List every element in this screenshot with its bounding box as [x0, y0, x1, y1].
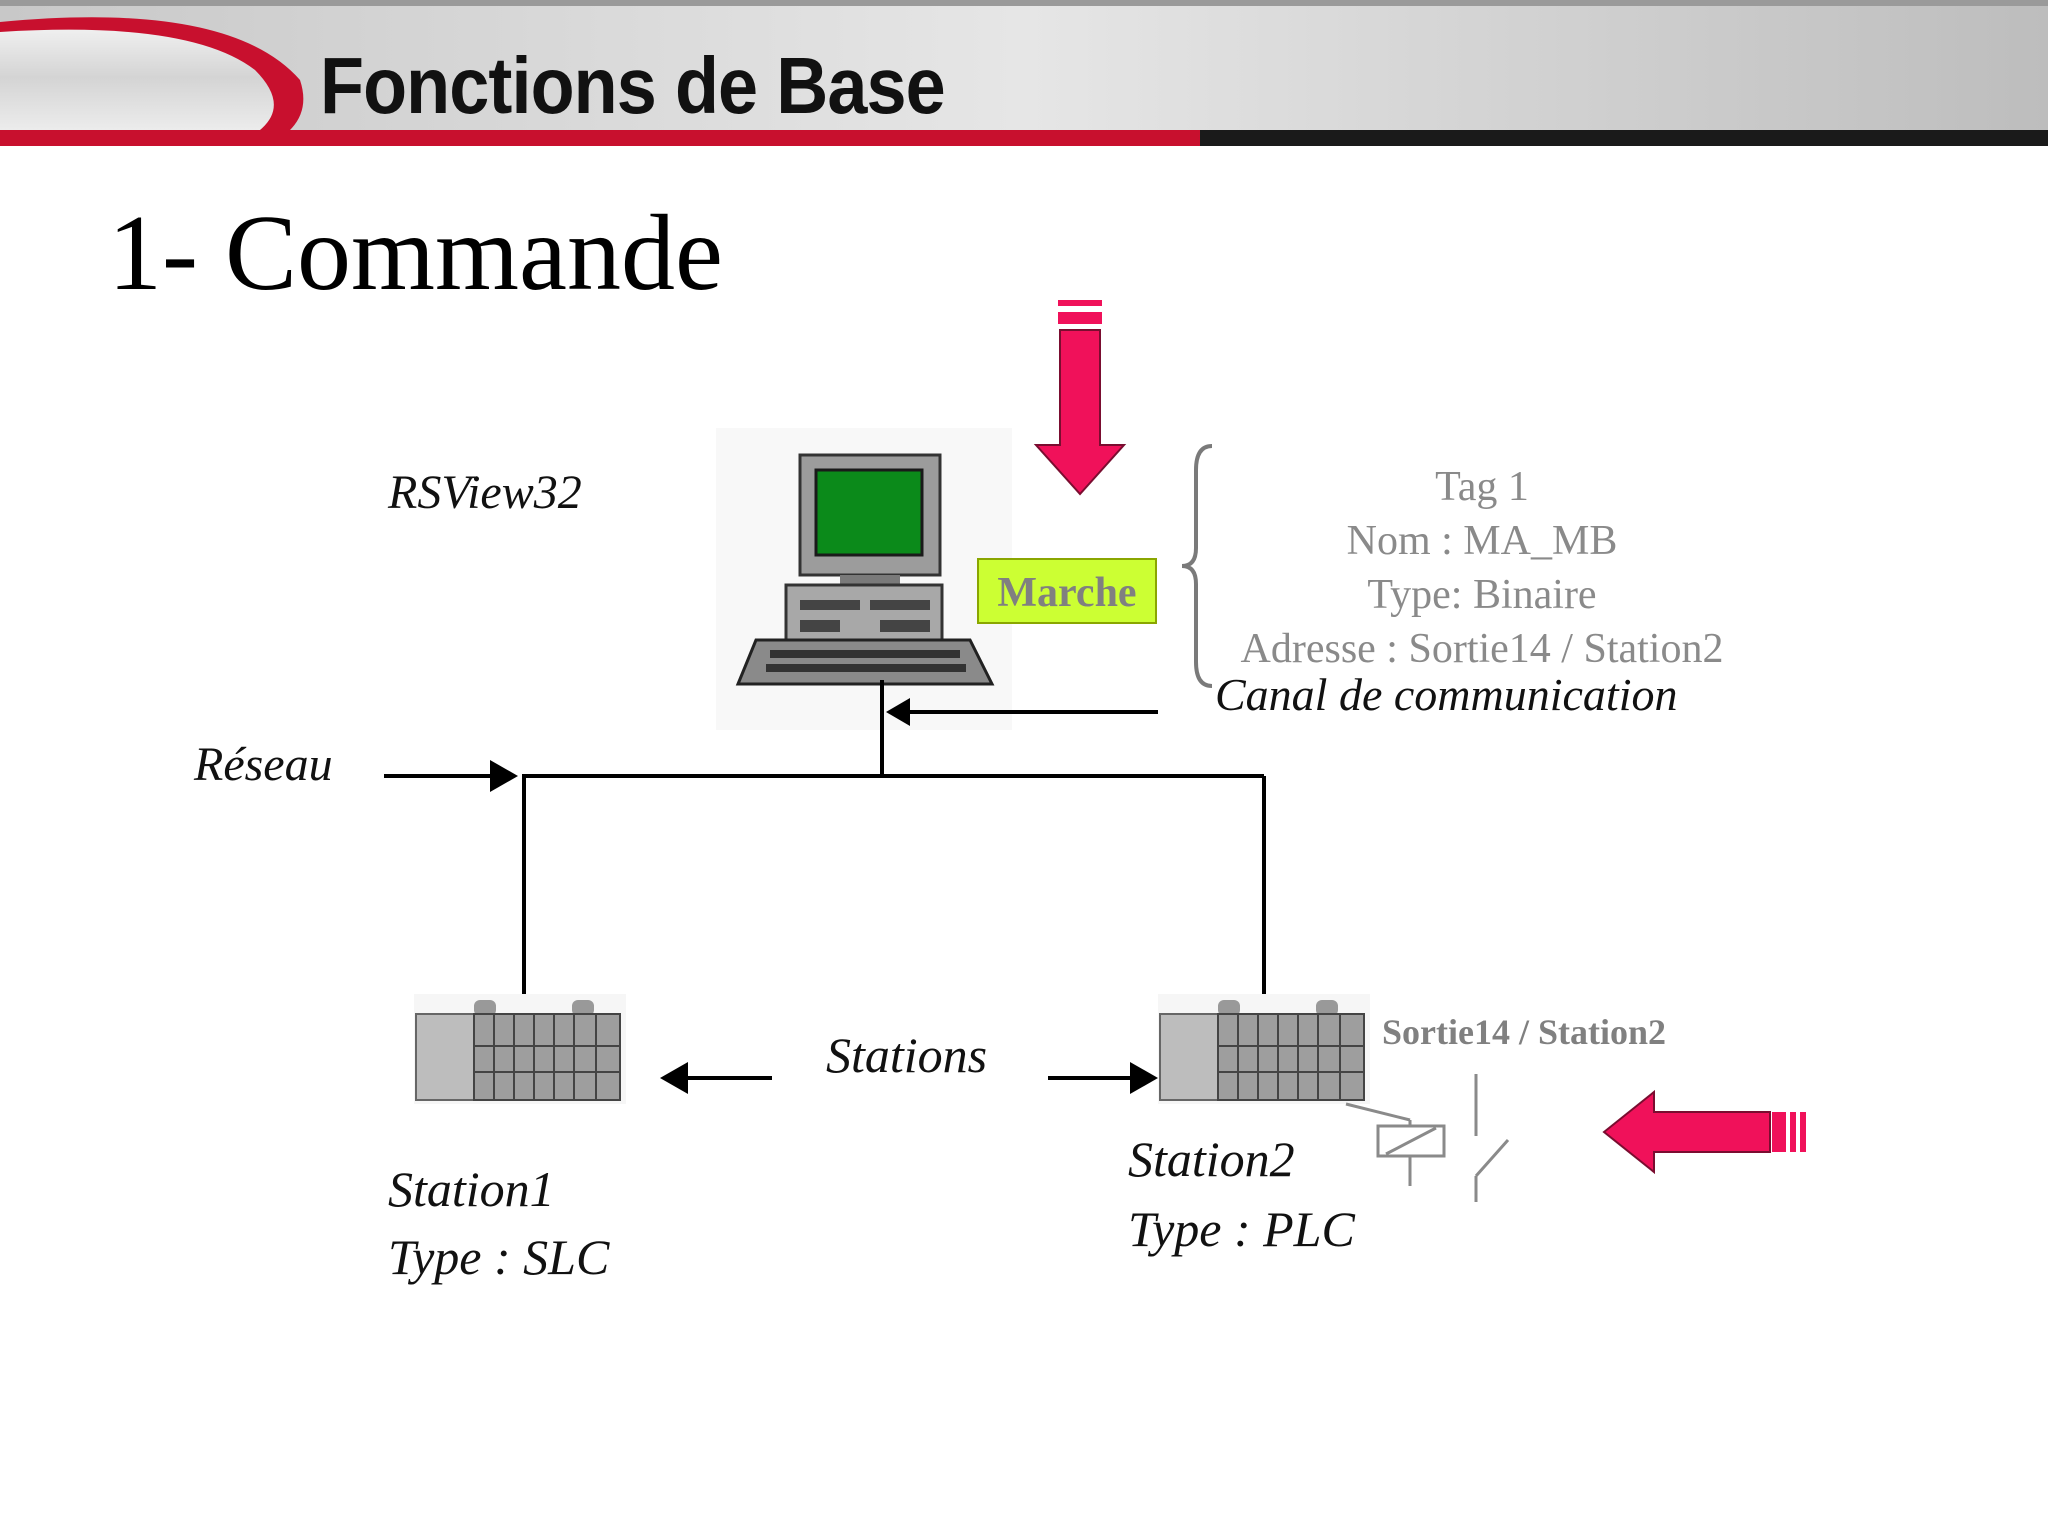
header-title: Fonctions de Base: [320, 41, 946, 130]
output-label: Sortie14 / Station2: [1382, 1012, 1666, 1052]
marche-button[interactable]: Marche: [977, 558, 1157, 624]
stations-arrow-right: [1048, 1062, 1158, 1094]
tag-line-1: Tag 1: [1435, 464, 1529, 510]
station1-type: Type : SLC: [388, 1229, 610, 1285]
network-bus: [522, 680, 1266, 1042]
software-label: RSView32: [387, 466, 582, 519]
network-label: Réseau: [193, 738, 333, 791]
pink-left-arrow: [1602, 1089, 1806, 1175]
stations-arrow-left: [660, 1062, 772, 1094]
channel-arrow: [886, 698, 1158, 726]
tag-line-2: Nom : MA_MB: [1347, 518, 1618, 564]
stations-label: Stations: [826, 1027, 987, 1083]
plc-rack-icon: [1158, 994, 1370, 1104]
header-swoosh: [0, 0, 2048, 146]
tag-brace: [1181, 444, 1213, 688]
station2-name: Station2: [1128, 1131, 1295, 1187]
plc-rack-icon: [414, 994, 626, 1104]
station1-name: Station1: [388, 1161, 555, 1217]
station2-type: Type : PLC: [1128, 1201, 1355, 1257]
tag-info: Tag 1 Nom : MA_MB Type: Binaire Adresse …: [1241, 464, 1724, 672]
pink-down-arrow: [1033, 300, 1127, 496]
header-banner: Fonctions de Base: [0, 0, 2048, 150]
slide-title: 1- Commande: [108, 194, 723, 313]
tag-line-3: Type: Binaire: [1367, 572, 1596, 618]
network-arrow: [384, 760, 518, 792]
marche-button-label: Marche: [997, 570, 1136, 616]
tag-line-4: Adresse : Sortie14 / Station2: [1241, 626, 1724, 672]
computer-icon: [716, 428, 1012, 730]
relay-contact-icon: [1345, 1074, 1510, 1202]
channel-label: Canal de communication: [1215, 669, 1678, 720]
